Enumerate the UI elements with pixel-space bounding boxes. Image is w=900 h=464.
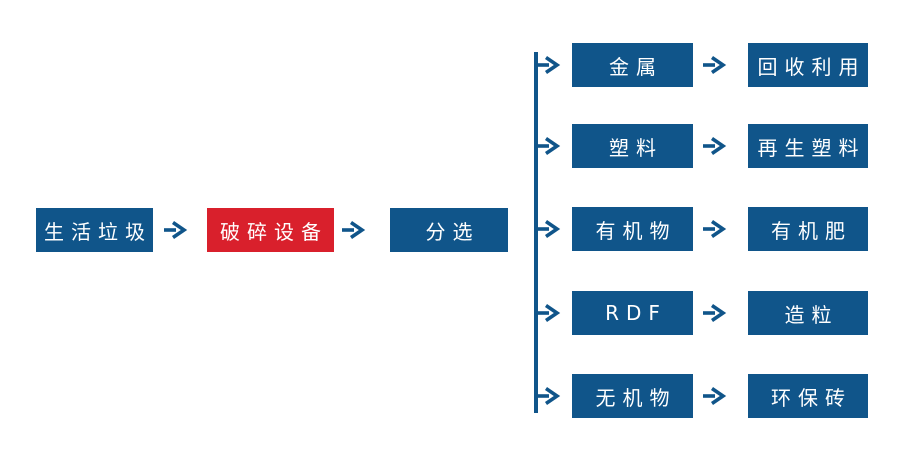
node-household-waste: 生活垃圾 [36,208,153,252]
node-plastic: 塑料 [572,124,693,168]
branch-arrow-icon [536,137,561,155]
node-sorting: 分选 [390,208,508,252]
arrow-right-icon [342,221,366,239]
arrow-right-icon [703,137,727,155]
arrow-right-icon [703,304,727,322]
node-crushing-equipment: 破碎设备 [207,208,334,252]
branch-connector-line [534,52,538,413]
branch-arrow-icon [536,387,561,405]
node-recycling: 回收利用 [748,43,868,87]
arrow-right-icon [164,221,188,239]
branch-arrow-icon [536,220,561,238]
node-metal: 金属 [572,43,693,87]
node-organic-fertilizer: 有机肥 [748,207,868,251]
node-granulation: 造粒 [748,291,868,335]
arrow-right-icon [703,220,727,238]
node-rdf: RDF [572,291,693,335]
node-recycled-plastic: 再生塑料 [748,124,868,168]
arrow-right-icon [703,56,727,74]
branch-arrow-icon [536,56,561,74]
node-organic-matter: 有机物 [572,207,693,251]
node-inorganic-matter: 无机物 [572,374,693,418]
node-eco-brick: 环保砖 [748,374,868,418]
arrow-right-icon [703,387,727,405]
branch-arrow-icon [536,304,561,322]
